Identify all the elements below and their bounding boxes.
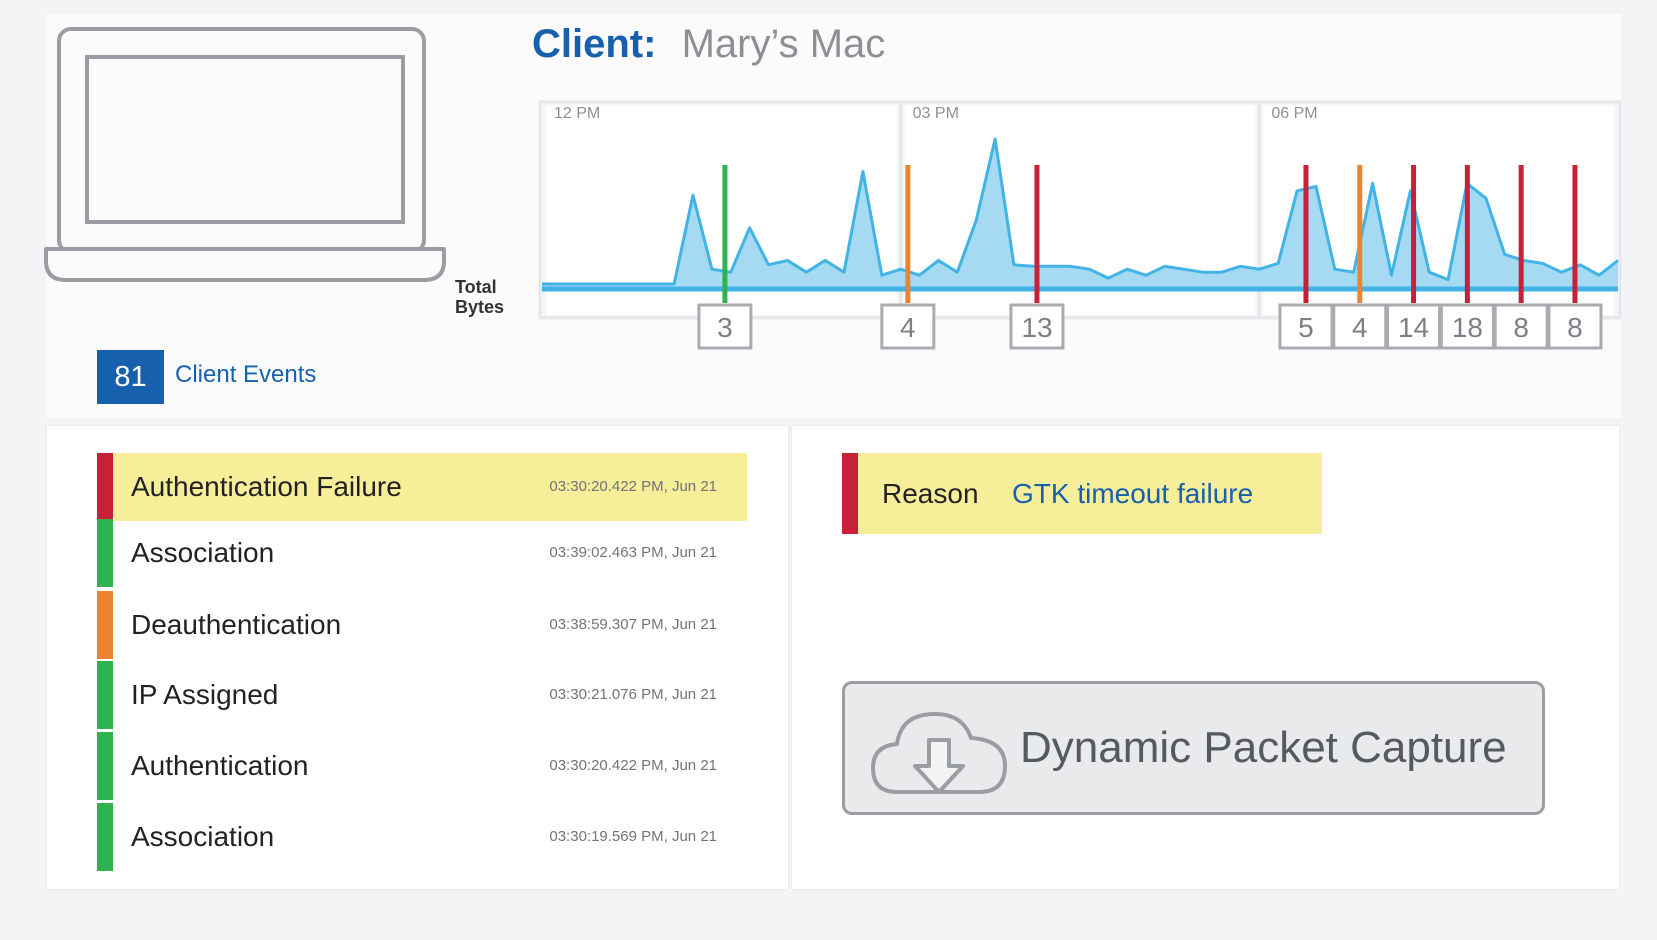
event-name: Authentication: [131, 750, 309, 781]
reason-value: GTK timeout failure: [1012, 478, 1254, 509]
event-count-label: Client Events: [175, 361, 317, 388]
x-tick-label: 12 PM: [554, 105, 600, 122]
event-row[interactable]: Authentication Failure 03:30:20.422 PM, J…: [97, 453, 747, 521]
reason-label: Reason: [882, 478, 979, 509]
laptop-icon: [44, 27, 446, 282]
event-count-marker[interactable]: 13: [1009, 303, 1065, 350]
event-count-marker[interactable]: 5: [1278, 303, 1334, 350]
y-axis-label: Total: [455, 277, 497, 297]
client-label: Client:: [532, 22, 657, 66]
client-title: Client: Mary’s Mac: [532, 22, 885, 67]
event-count-box: [1278, 303, 1334, 350]
event-row[interactable]: IP Assigned 03:30:21.076 PM, Jun 21: [97, 661, 747, 729]
event-count-label: 4: [900, 312, 916, 343]
event-detail-panel: Reason GTK timeout failure Dynamic Packe…: [792, 426, 1619, 889]
event-count-box: [880, 303, 936, 350]
capture-button-label: Dynamic Packet Capture: [1020, 723, 1507, 772]
severity-bar: [842, 453, 858, 534]
event-count-box: [1547, 303, 1603, 350]
event-count-marker[interactable]: 18: [1439, 303, 1495, 350]
event-timestamp: 03:39:02.463 PM, Jun 21: [549, 544, 717, 561]
event-count-box: [697, 303, 753, 350]
event-severity-bar: [97, 803, 113, 871]
event-count-box: [1332, 303, 1388, 350]
event-timestamp: 03:30:21.076 PM, Jun 21: [549, 686, 717, 703]
event-count-box: [1386, 303, 1442, 350]
event-count-label: 5: [1298, 312, 1314, 343]
event-timestamp: 03:30:20.422 PM, Jun 21: [549, 757, 717, 774]
event-row[interactable]: Association 03:39:02.463 PM, Jun 21: [97, 519, 747, 587]
y-axis-label: Bytes: [455, 297, 504, 317]
event-count-badge: 81: [97, 350, 164, 404]
event-row[interactable]: Deauthentication 03:38:59.307 PM, Jun 21: [97, 591, 747, 659]
event-count-marker[interactable]: 4: [1332, 303, 1388, 350]
event-row[interactable]: Authentication 03:30:20.422 PM, Jun 21: [97, 732, 747, 800]
event-count-marker[interactable]: 8: [1493, 303, 1549, 350]
event-severity-bar: [97, 732, 113, 800]
event-count-box: [1009, 303, 1065, 350]
event-count-marker[interactable]: 4: [880, 303, 936, 350]
event-name: Authentication Failure: [131, 471, 402, 502]
event-name: Association: [131, 537, 275, 568]
event-count-box: [1493, 303, 1549, 350]
total-bytes-area: [542, 139, 1618, 289]
event-count-label: 8: [1567, 312, 1583, 343]
x-tick-label: 03 PM: [913, 105, 959, 122]
event-count-box: [1439, 303, 1495, 350]
client-name: Mary’s Mac: [681, 22, 886, 66]
event-severity-bar: [97, 661, 113, 729]
event-row[interactable]: Association 03:30:19.569 PM, Jun 21: [97, 803, 747, 871]
event-name: IP Assigned: [131, 679, 279, 710]
event-list-panel: Authentication Failure 03:30:20.422 PM, J…: [47, 426, 788, 889]
total-bytes-line: [542, 137, 1619, 286]
event-count-marker[interactable]: 14: [1386, 303, 1442, 350]
event-name: Association: [131, 821, 275, 852]
event-severity-bar: [97, 519, 113, 587]
dynamic-packet-capture-button[interactable]: Dynamic Packet Capture: [842, 681, 1545, 815]
event-count-label: 8: [1513, 312, 1529, 343]
event-timestamp: 03:30:19.569 PM, Jun 21: [549, 828, 717, 845]
event-count-label: 4: [1352, 312, 1368, 343]
event-timestamp: 03:30:20.422 PM, Jun 21: [549, 478, 717, 495]
x-tick-label: 06 PM: [1271, 105, 1317, 122]
event-severity-bar: [97, 591, 113, 659]
event-count-marker[interactable]: 3: [697, 303, 753, 350]
event-severity-bar: [97, 453, 113, 521]
event-count-label: 14: [1398, 312, 1429, 343]
event-timestamp: 03:38:59.307 PM, Jun 21: [549, 616, 717, 633]
event-count-label: 3: [717, 312, 733, 343]
event-count-label: 13: [1021, 312, 1052, 343]
cloud-download-icon: [871, 712, 1007, 794]
event-count-marker[interactable]: 8: [1547, 303, 1603, 350]
reason-row: Reason GTK timeout failure: [842, 453, 1322, 534]
event-name: Deauthentication: [131, 609, 342, 640]
event-count-label: 18: [1452, 312, 1483, 343]
